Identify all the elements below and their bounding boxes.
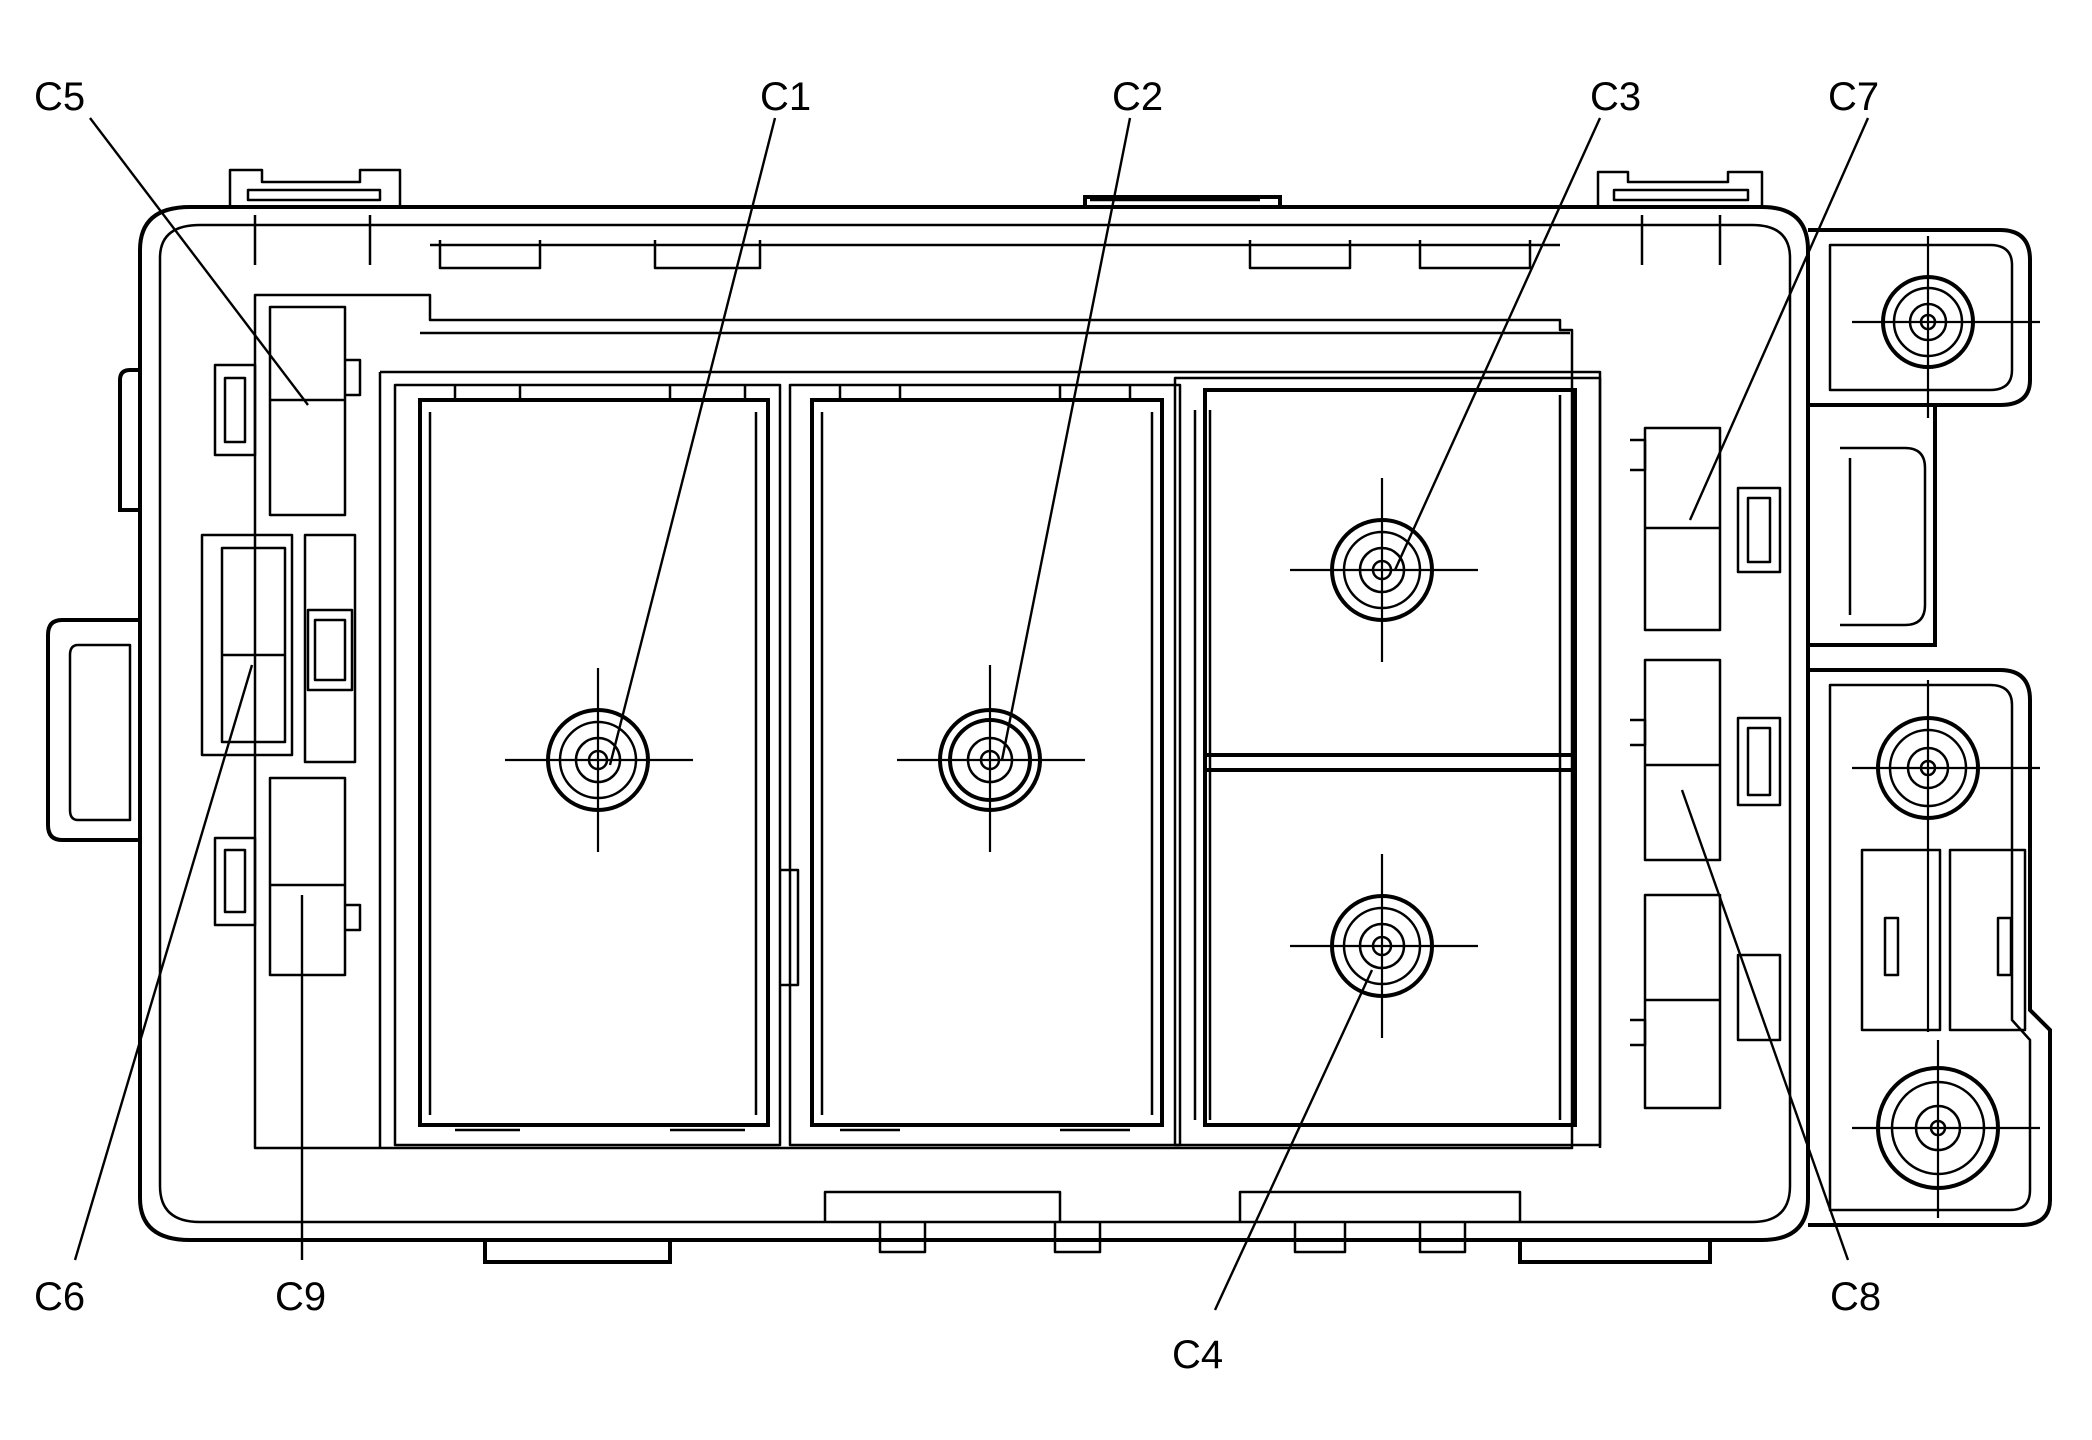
label-c1: C1	[760, 75, 811, 119]
leader-c1	[608, 117, 777, 766]
module-block-right	[1173, 376, 1602, 1147]
inner-tray	[253, 293, 1602, 1150]
connector-c5	[213, 305, 362, 517]
stud-c1	[505, 668, 693, 852]
callout-labels: C5 C1 C2 C3 C7 C6 C9 C4 C8	[34, 75, 1881, 1377]
leader-c8	[1680, 789, 1850, 1261]
stud-c2	[897, 665, 1085, 852]
label-c3: C3	[1590, 75, 1641, 119]
stud-bottom-right	[1852, 1040, 2040, 1218]
connector-c8	[1630, 658, 1782, 862]
leader-c7	[1688, 117, 1870, 521]
stud-c3	[1290, 478, 1478, 662]
module-block-middle	[780, 383, 1182, 1147]
connector-lower-right	[1630, 893, 1782, 1110]
leader-c5	[89, 117, 309, 406]
leader-c3	[1393, 117, 1602, 571]
connector-c6	[200, 533, 357, 764]
leader-c6	[73, 664, 254, 1261]
label-c6: C6	[34, 1275, 85, 1319]
label-c5: C5	[34, 75, 85, 119]
label-c8: C8	[1830, 1275, 1881, 1319]
right-mounting-ears	[1808, 228, 2052, 1227]
leader-lines	[73, 117, 1870, 1311]
leader-c2	[1000, 117, 1132, 761]
label-c9: C9	[275, 1275, 326, 1319]
stud-top-right	[1852, 236, 2040, 418]
module-block-left	[393, 383, 782, 1147]
stud-c4	[1290, 854, 1478, 1038]
housing-outline	[46, 168, 1810, 1264]
connector-c7	[1630, 426, 1782, 632]
label-c4: C4	[1172, 1333, 1223, 1377]
label-c2: C2	[1112, 75, 1163, 119]
label-c7: C7	[1828, 75, 1879, 119]
connector-c9	[213, 776, 362, 977]
leader-c4	[1213, 969, 1374, 1311]
stud-mid-right	[1852, 680, 2040, 1032]
